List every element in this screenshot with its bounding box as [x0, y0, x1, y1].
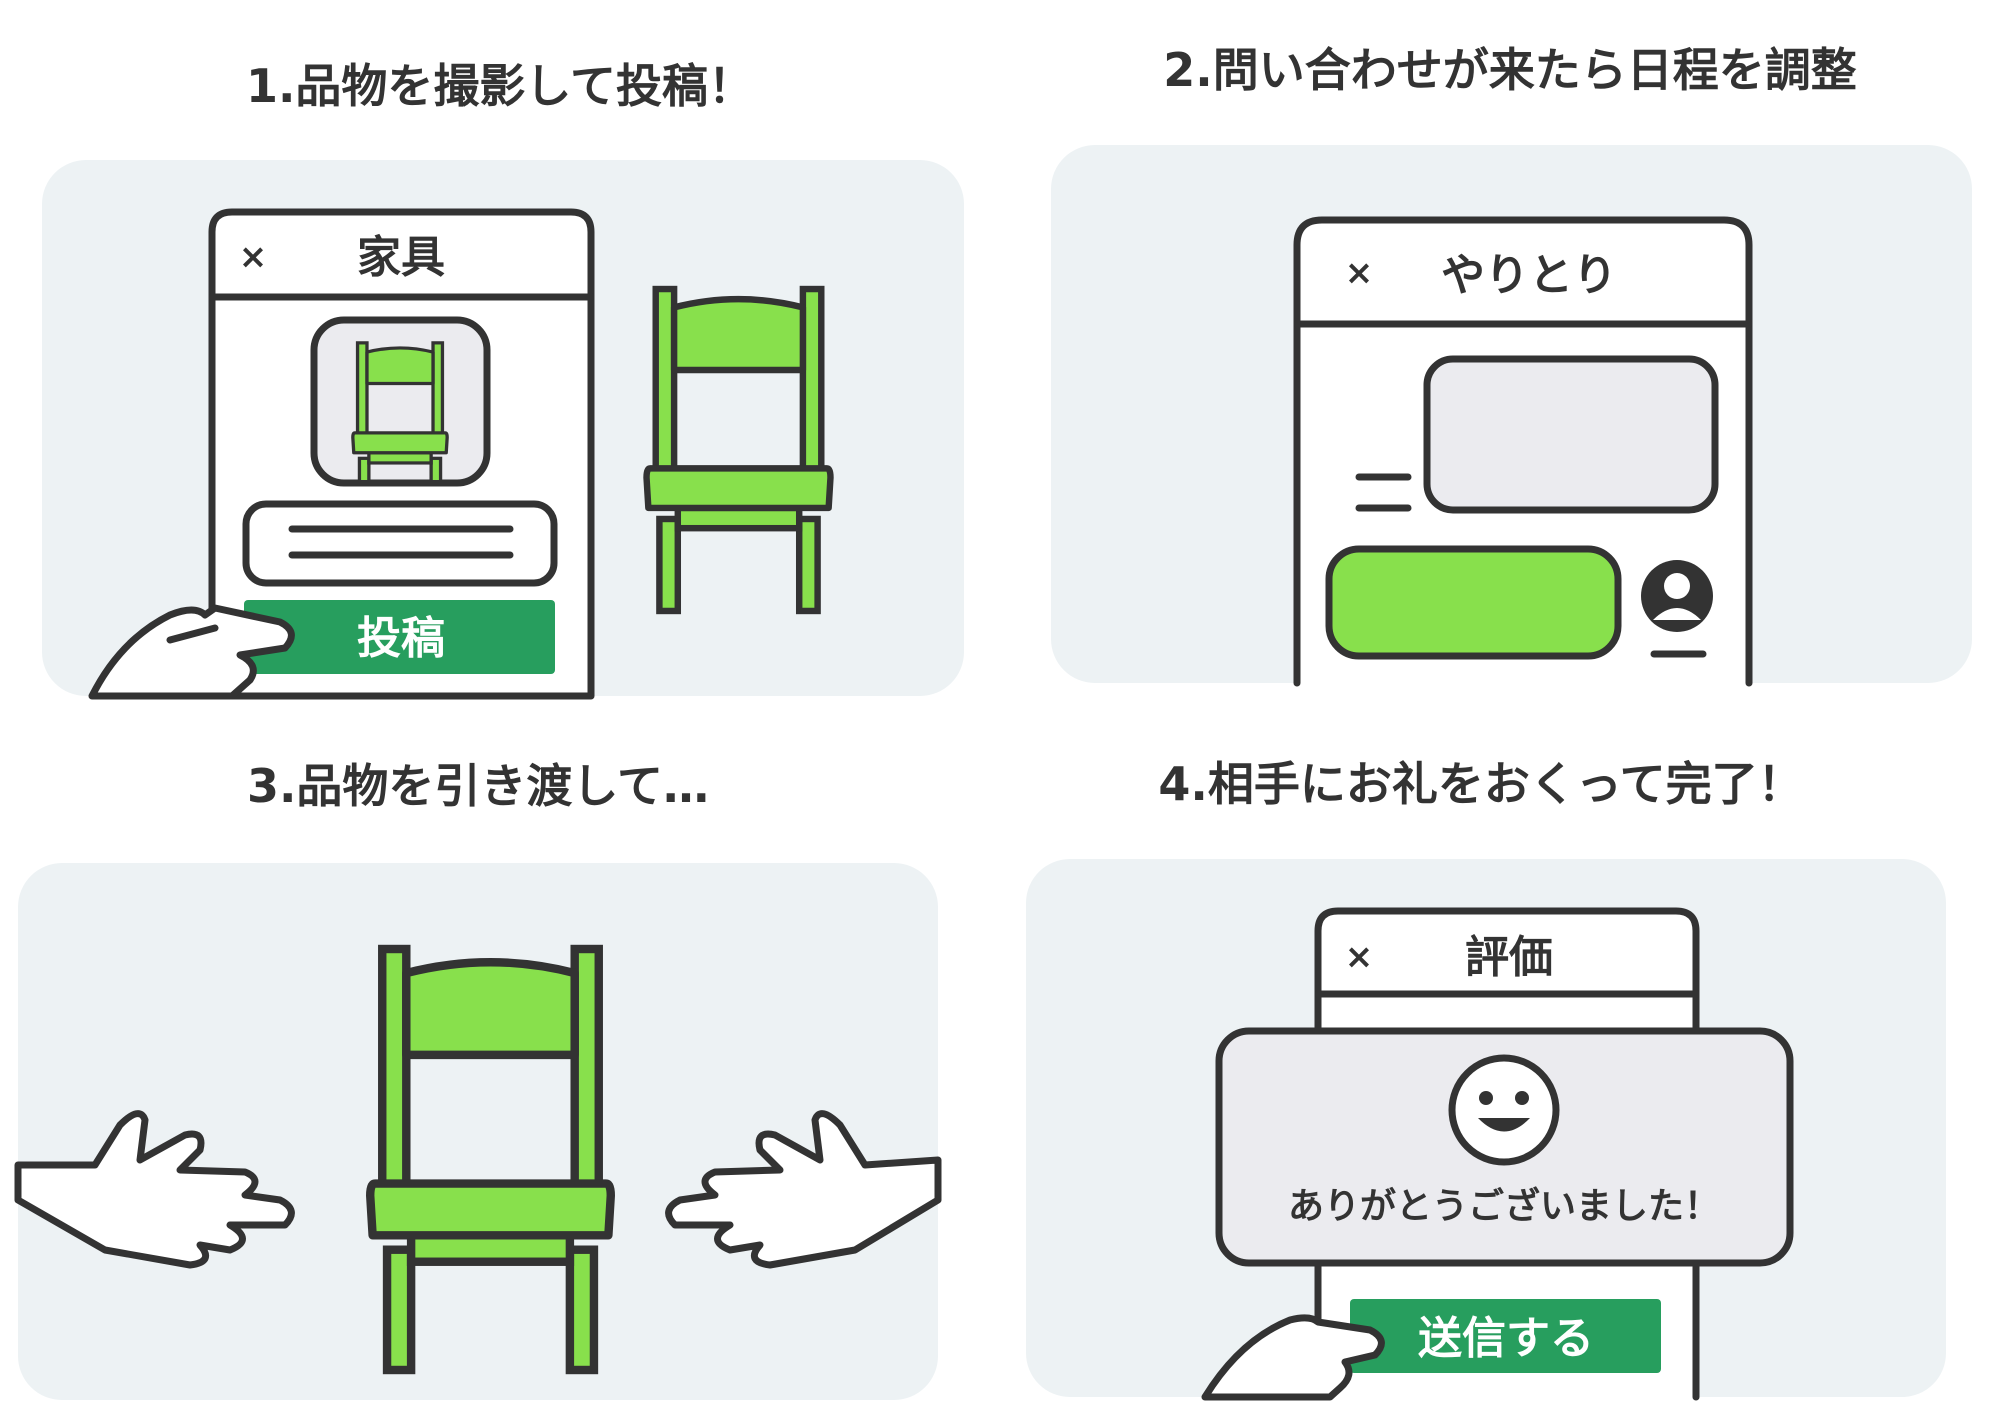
screen-title: やりとり — [1441, 250, 1617, 301]
avatar-icon — [1641, 560, 1713, 632]
pointing-hand-icon — [88, 604, 295, 700]
post-button[interactable] — [244, 600, 555, 674]
step1-title: 1.品物を撮影して投稿！ — [246, 59, 754, 113]
received-message-bubble — [1423, 355, 1719, 514]
screen-title: 家具 — [357, 232, 445, 283]
step3-title: 3.品物を引き渡して… — [247, 759, 709, 813]
step4-phone: × 評価 ありがとうございました！ 送信する — [1215, 907, 1794, 1401]
close-icon[interactable]: × — [1345, 253, 1374, 293]
close-icon[interactable]: × — [239, 237, 268, 277]
right-hand-icon — [665, 1110, 942, 1269]
send-button[interactable] — [1350, 1299, 1661, 1373]
smiley-icon — [1448, 1054, 1560, 1166]
description-field[interactable] — [242, 500, 558, 587]
pointing-hand-icon — [1201, 1314, 1385, 1401]
thanks-message: ありがとうございました！ — [1288, 1185, 1720, 1227]
step4-title: 4.相手にお礼をおくって完了！ — [1158, 757, 1803, 811]
step2-phone: × やりとり — [1293, 216, 1753, 687]
close-icon[interactable]: × — [1345, 937, 1374, 977]
left-hand-icon — [14, 1110, 295, 1269]
post-button-label: 投稿 — [357, 613, 445, 664]
step2-title: 2.問い合わせが来たら日程を調整 — [1163, 43, 1856, 97]
step3-panel — [18, 863, 938, 1400]
step1-phone: × 家具 投稿 — [208, 208, 595, 700]
screen-title: 評価 — [1465, 932, 1553, 983]
sent-message-bubble — [1325, 545, 1622, 660]
send-button-label: 送信する — [1418, 1313, 1594, 1364]
